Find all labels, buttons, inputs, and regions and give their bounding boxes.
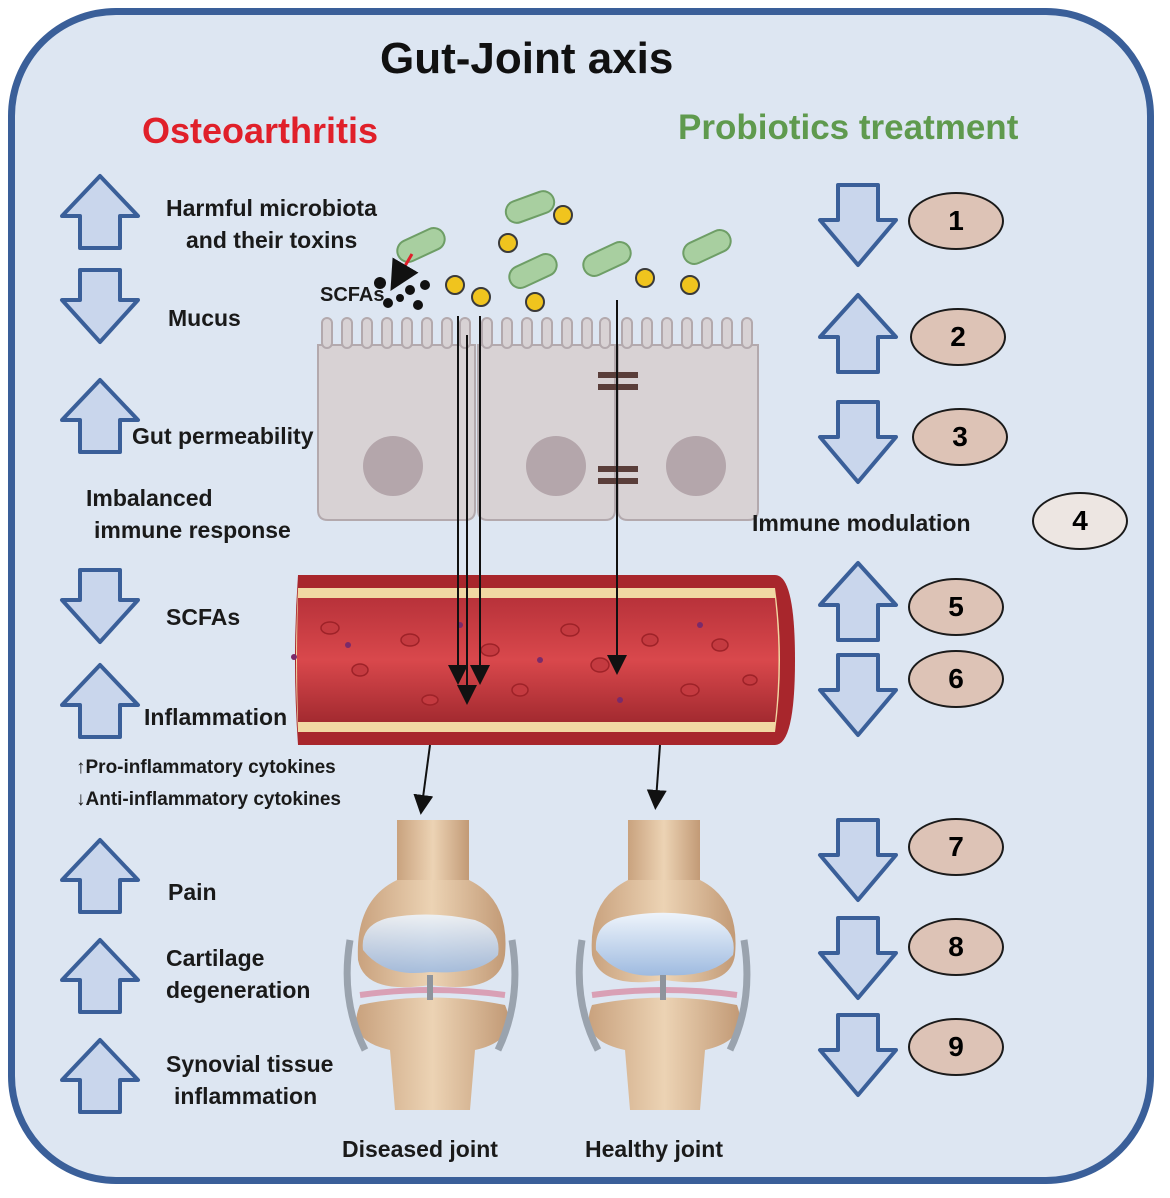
number-badge-8: 8 <box>908 918 1004 976</box>
down-arrow-icon <box>818 818 898 902</box>
page-title: Gut-Joint axis <box>380 34 674 83</box>
up-arrow-icon <box>60 838 140 914</box>
label-immune-line1: Imbalanced <box>86 485 213 511</box>
down-arrow-icon <box>60 568 140 644</box>
diseased-joint-knee-icon <box>343 820 519 1110</box>
number-badge-7: 7 <box>908 818 1004 876</box>
down-arrow-icon <box>818 916 898 1000</box>
down-arrow-icon <box>818 1013 898 1097</box>
translocation-arrows <box>413 300 667 815</box>
label-scfas: SCFAs <box>166 604 241 630</box>
healthy-joint-knee-icon <box>575 820 751 1110</box>
epithelial-cell-icon <box>317 317 759 521</box>
label-cartilage-line1: Cartilage <box>166 945 265 971</box>
osteoarthritis-heading: Osteoarthritis <box>142 110 379 151</box>
down-arrow-icon <box>818 183 898 267</box>
up-arrow-icon <box>60 663 140 739</box>
label-anti-inflammatory: ↓Anti-inflammatory cytokines <box>76 789 341 810</box>
number-badge-1: 1 <box>908 192 1004 250</box>
up-arrow-icon <box>60 174 140 250</box>
up-arrow-icon <box>60 378 140 454</box>
number-badge-5: 5 <box>908 578 1004 636</box>
scfa-dot-icon <box>445 205 700 312</box>
up-arrow-icon <box>818 561 898 642</box>
label-inflammation: Inflammation <box>144 704 288 730</box>
label-harmful-microbiota: Harmful microbiota and their toxins <box>166 192 377 256</box>
toxin-arrow <box>390 253 419 291</box>
label-harmful-line1: Harmful microbiota <box>166 195 377 221</box>
label-mucus: Mucus <box>168 305 241 331</box>
scfas-small-label: SCFAs <box>320 284 385 306</box>
label-synovial-line2: inflammation <box>174 1083 318 1109</box>
probiotics-heading: Probiotics treatment <box>678 108 1019 147</box>
label-cartilage-degeneration: Cartilage degeneration <box>166 942 310 1006</box>
label-immune-modulation: Immune modulation <box>752 510 971 536</box>
label-pro-inflammatory: ↑Pro-inflammatory cytokines <box>76 757 336 778</box>
down-arrow-icon <box>818 400 898 484</box>
up-arrow-icon <box>60 1038 140 1114</box>
label-pain: Pain <box>168 879 217 905</box>
up-arrow-icon <box>818 293 898 374</box>
label-cartilage-line2: degeneration <box>166 977 311 1003</box>
number-badge-4: 4 <box>1032 492 1128 550</box>
up-arrow-icon <box>60 938 140 1014</box>
blood-vessel-icon <box>291 575 795 745</box>
down-arrow-icon <box>818 653 898 737</box>
label-harmful-line2: and their toxins <box>186 227 358 253</box>
label-synovial-inflammation: Synovial tissue inflammation <box>166 1048 333 1112</box>
label-immune-line2: immune response <box>94 517 291 543</box>
number-badge-9: 9 <box>908 1018 1004 1076</box>
label-gut-permeability: Gut permeability <box>132 423 314 449</box>
label-diseased-joint: Diseased joint <box>342 1136 498 1162</box>
down-arrow-icon <box>60 268 140 344</box>
number-badge-3: 3 <box>912 408 1008 466</box>
label-synovial-line1: Synovial tissue <box>166 1051 334 1077</box>
number-badge-6: 6 <box>908 650 1004 708</box>
number-badge-2: 2 <box>910 308 1006 366</box>
label-healthy-joint: Healthy joint <box>585 1136 724 1162</box>
bacteria-icon <box>396 190 732 289</box>
label-imbalanced-immune: Imbalanced immune response <box>84 482 291 546</box>
